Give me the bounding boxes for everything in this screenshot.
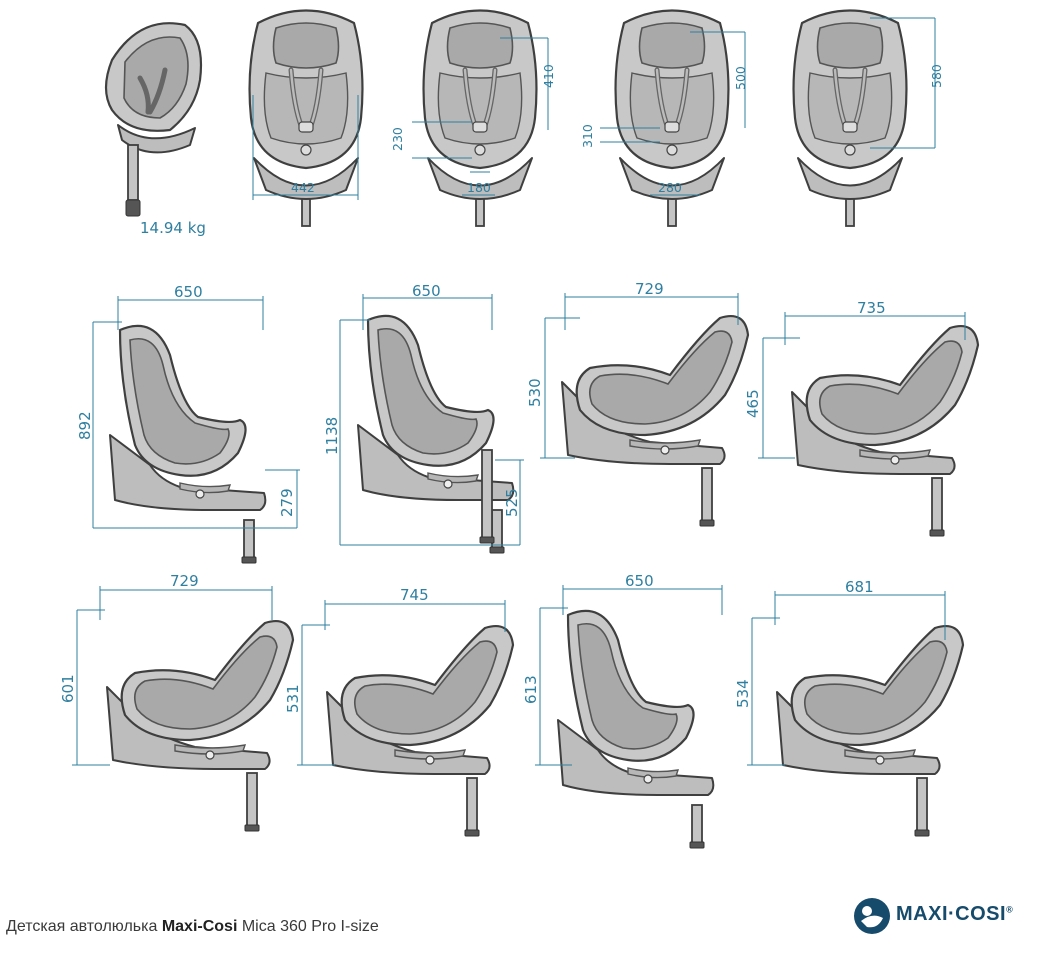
side-8-width-label: 681 [845, 578, 874, 596]
front-4-height-label: 580 [929, 64, 944, 88]
caption-brand: Maxi-Cosi [161, 918, 238, 935]
side-2-leg-label: 525 [503, 488, 521, 517]
side-6-width-label: 745 [400, 586, 429, 604]
front-view-2: 230 410 180 [390, 11, 556, 227]
side-view-2: 650 1138 525 [323, 282, 524, 555]
side-2-height-label: 1138 [323, 417, 341, 455]
side-view-7: 650 613 [522, 572, 723, 850]
front-1-width-label: 442 [291, 180, 315, 195]
brand-logo-mark-icon [854, 898, 890, 934]
side-view-6: 745 531 [284, 586, 515, 838]
front-view-4: 580 [794, 11, 944, 227]
brand-logo: MAXI·COSI® [852, 896, 1032, 936]
side-4-height-label: 465 [744, 389, 762, 418]
side-view-1: 650 892 279 [76, 283, 300, 565]
side-1-width-label: 650 [174, 283, 203, 301]
side-view-4: 735 465 [744, 299, 980, 538]
caption-prefix: Детская автолюлька [6, 918, 162, 935]
side-6-height-label: 531 [284, 684, 302, 713]
side-view-3: 729 530 [526, 280, 750, 528]
front-3-height-label: 500 [733, 66, 748, 90]
front-2-height-label: 410 [541, 64, 556, 88]
side-1-height-label: 892 [76, 411, 94, 440]
side-5-width-label: 729 [170, 572, 199, 590]
side-8-height-label: 534 [734, 679, 752, 708]
angled-view [104, 22, 203, 217]
side-view-5: 729 601 [59, 572, 295, 833]
side-2-width-label: 650 [412, 282, 441, 300]
weight-label: 14.94 kg [140, 219, 206, 237]
caption-model: Mica 360 Pro I-size [237, 918, 379, 935]
product-caption: Детская автолюлька Maxi-Cosi Mica 360 Pr… [6, 918, 379, 936]
front-3-harness-label: 310 [580, 124, 595, 148]
side-1-leg-label: 279 [278, 488, 296, 517]
front-2-harness-label: 230 [390, 127, 405, 151]
front-3-width-label: 280 [658, 180, 682, 195]
brand-logo-registered: ® [1006, 904, 1014, 915]
front-view-3: 310 500 280 [580, 11, 748, 227]
front-2-width-label: 180 [467, 180, 491, 195]
side-view-8: 681 534 [734, 578, 965, 838]
brand-logo-wordmark: MAXI·COSI [896, 903, 1007, 925]
side-3-height-label: 530 [526, 378, 544, 407]
side-7-height-label: 613 [522, 675, 540, 704]
front-view-1: 442 [250, 11, 363, 227]
side-3-width-label: 729 [635, 280, 664, 298]
side-4-width-label: 735 [857, 299, 886, 317]
side-5-height-label: 601 [59, 674, 77, 703]
brand-logo-text: MAXI·COSI® [896, 903, 1013, 926]
side-7-width-label: 650 [625, 572, 654, 590]
